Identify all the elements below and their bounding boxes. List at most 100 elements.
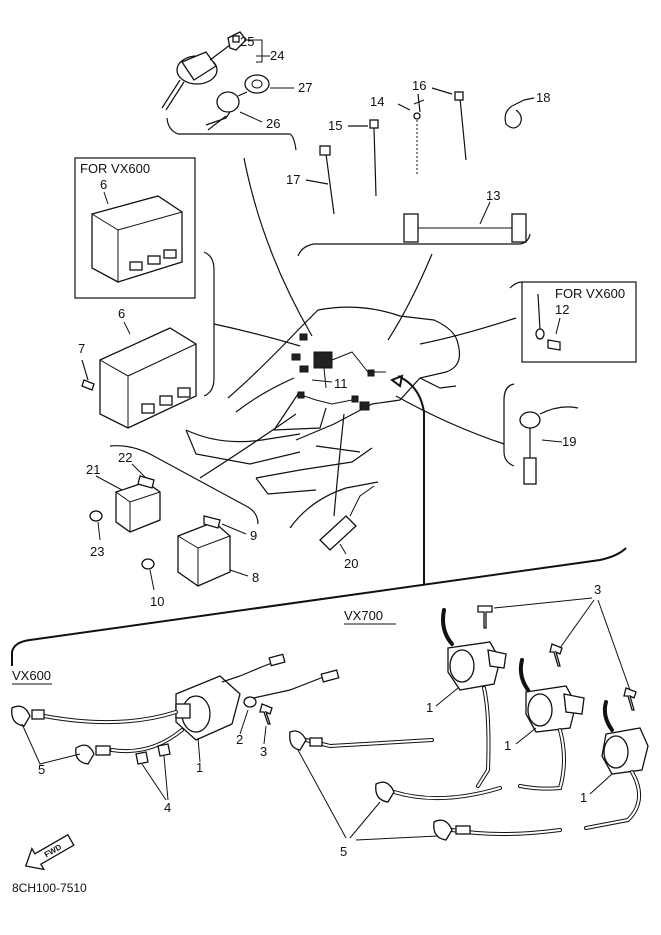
bolt-3-b <box>549 643 563 667</box>
link-cdi <box>213 323 301 347</box>
bracket-24 <box>244 39 263 63</box>
leader-3-vx600 <box>263 725 267 745</box>
cdi-unit <box>99 327 197 429</box>
bolt-12 <box>547 339 561 351</box>
bolt-3-vx600 <box>259 703 273 725</box>
coil-vx700-a <box>441 608 507 788</box>
callout-9: 9 <box>250 528 257 543</box>
leader-23 <box>97 521 101 541</box>
harness-conn-c <box>299 333 308 341</box>
lanyard-switch-part <box>205 91 248 131</box>
ground-wire <box>537 293 541 331</box>
callout-23: 23 <box>90 544 104 559</box>
callout-1-vx700-c: 1 <box>580 790 587 805</box>
vx700-ignition-group <box>289 597 649 841</box>
leader-26 <box>239 111 263 123</box>
vx600-plug-cap-a <box>11 705 31 727</box>
leader-21 <box>95 475 123 491</box>
rectifier-21 <box>115 481 161 533</box>
leader-22 <box>131 463 147 479</box>
leader-5-vx600 <box>21 723 81 765</box>
callout-24: 24 <box>270 48 284 63</box>
leader-3-b <box>559 599 595 649</box>
leader-18 <box>523 97 535 101</box>
plug-ring-c <box>455 825 471 835</box>
harness-conn-e <box>351 395 359 403</box>
callout-7: 7 <box>78 341 85 356</box>
part-13-left-end <box>403 213 419 243</box>
capacitor-20-group <box>289 481 379 555</box>
group-bracket-regulator <box>109 445 259 525</box>
part-15-tie <box>373 127 377 197</box>
hull-assembly: 11 <box>185 157 517 517</box>
leader-1-c <box>589 773 613 795</box>
capacitor-body <box>319 515 357 551</box>
leader-3-c <box>597 599 631 691</box>
plug-lead-b-core <box>393 787 501 800</box>
part-14-head <box>413 93 425 113</box>
section-divider-arrow <box>389 374 404 388</box>
leader-1-vx600 <box>197 737 201 763</box>
leader-5-b <box>349 801 381 839</box>
part-18-tail <box>515 99 525 105</box>
leader-10 <box>149 569 155 591</box>
leader-4-a <box>141 763 167 801</box>
callout-18: 18 <box>536 90 550 105</box>
leader-19 <box>541 439 563 443</box>
capacitor-wire <box>349 485 375 517</box>
sensor-19-group <box>503 383 579 485</box>
callout-1-vx600: 1 <box>196 760 203 775</box>
leader-1-b <box>515 727 537 745</box>
cdi-unit-group: 6 7 <box>78 251 215 429</box>
bolt-9 <box>203 515 221 529</box>
vx600-lead-b-core <box>111 729 183 753</box>
part-16-tie <box>459 97 467 161</box>
for-vx600-box-right: FOR VX600 12 <box>509 281 637 363</box>
hull-lower <box>255 447 373 479</box>
section-divider-stem <box>397 375 425 584</box>
callout-3-vx600: 3 <box>260 744 267 759</box>
callout-19: 19 <box>562 434 576 449</box>
main-switch-group <box>161 31 297 151</box>
hull-left-bottom <box>185 429 301 465</box>
nut-10 <box>141 558 155 570</box>
coil-vx600-term-a <box>268 653 286 667</box>
harness-wire-c <box>323 367 327 389</box>
callout-13: 13 <box>486 188 500 203</box>
hull-deck <box>235 377 295 413</box>
vx600-lead-a-core <box>43 711 177 724</box>
callout-16: 16 <box>412 78 426 93</box>
bolt-3-c <box>623 687 637 711</box>
callout-8: 8 <box>252 570 259 585</box>
hull-main <box>227 306 461 441</box>
callout-1-vx700-a: 1 <box>426 700 433 715</box>
callout-15: 15 <box>328 118 342 133</box>
hull-stern <box>419 377 457 389</box>
harness-conn-f <box>367 369 375 377</box>
leader-7 <box>81 359 89 381</box>
callout-20: 20 <box>344 556 358 571</box>
ground-terminal <box>535 328 545 340</box>
vx600-plug-ring-a <box>31 709 45 720</box>
harness-wire-b <box>303 395 353 405</box>
part-18-clip <box>504 103 522 129</box>
bolt-22 <box>137 475 155 489</box>
leader-5-c <box>355 835 439 841</box>
part-13-right-end <box>511 213 527 243</box>
section-label-vx600: VX600 <box>12 668 51 683</box>
callout-11: 11 <box>334 376 348 391</box>
fwd-arrow-icon: FWD <box>24 833 75 871</box>
leader-13 <box>479 201 491 225</box>
callout-25: 25 <box>240 34 254 49</box>
plug-cap-a <box>289 730 307 751</box>
leader-1-a <box>435 687 459 707</box>
link-21-group <box>199 413 297 479</box>
group-bracket-top-left <box>166 117 297 151</box>
leader-14 <box>397 103 411 111</box>
leader-17 <box>305 179 329 185</box>
callout-5-vx600: 5 <box>38 762 45 777</box>
callout-26: 26 <box>266 116 280 131</box>
vx600-plug-cap-b <box>75 744 95 765</box>
leader-4-b <box>163 755 169 801</box>
